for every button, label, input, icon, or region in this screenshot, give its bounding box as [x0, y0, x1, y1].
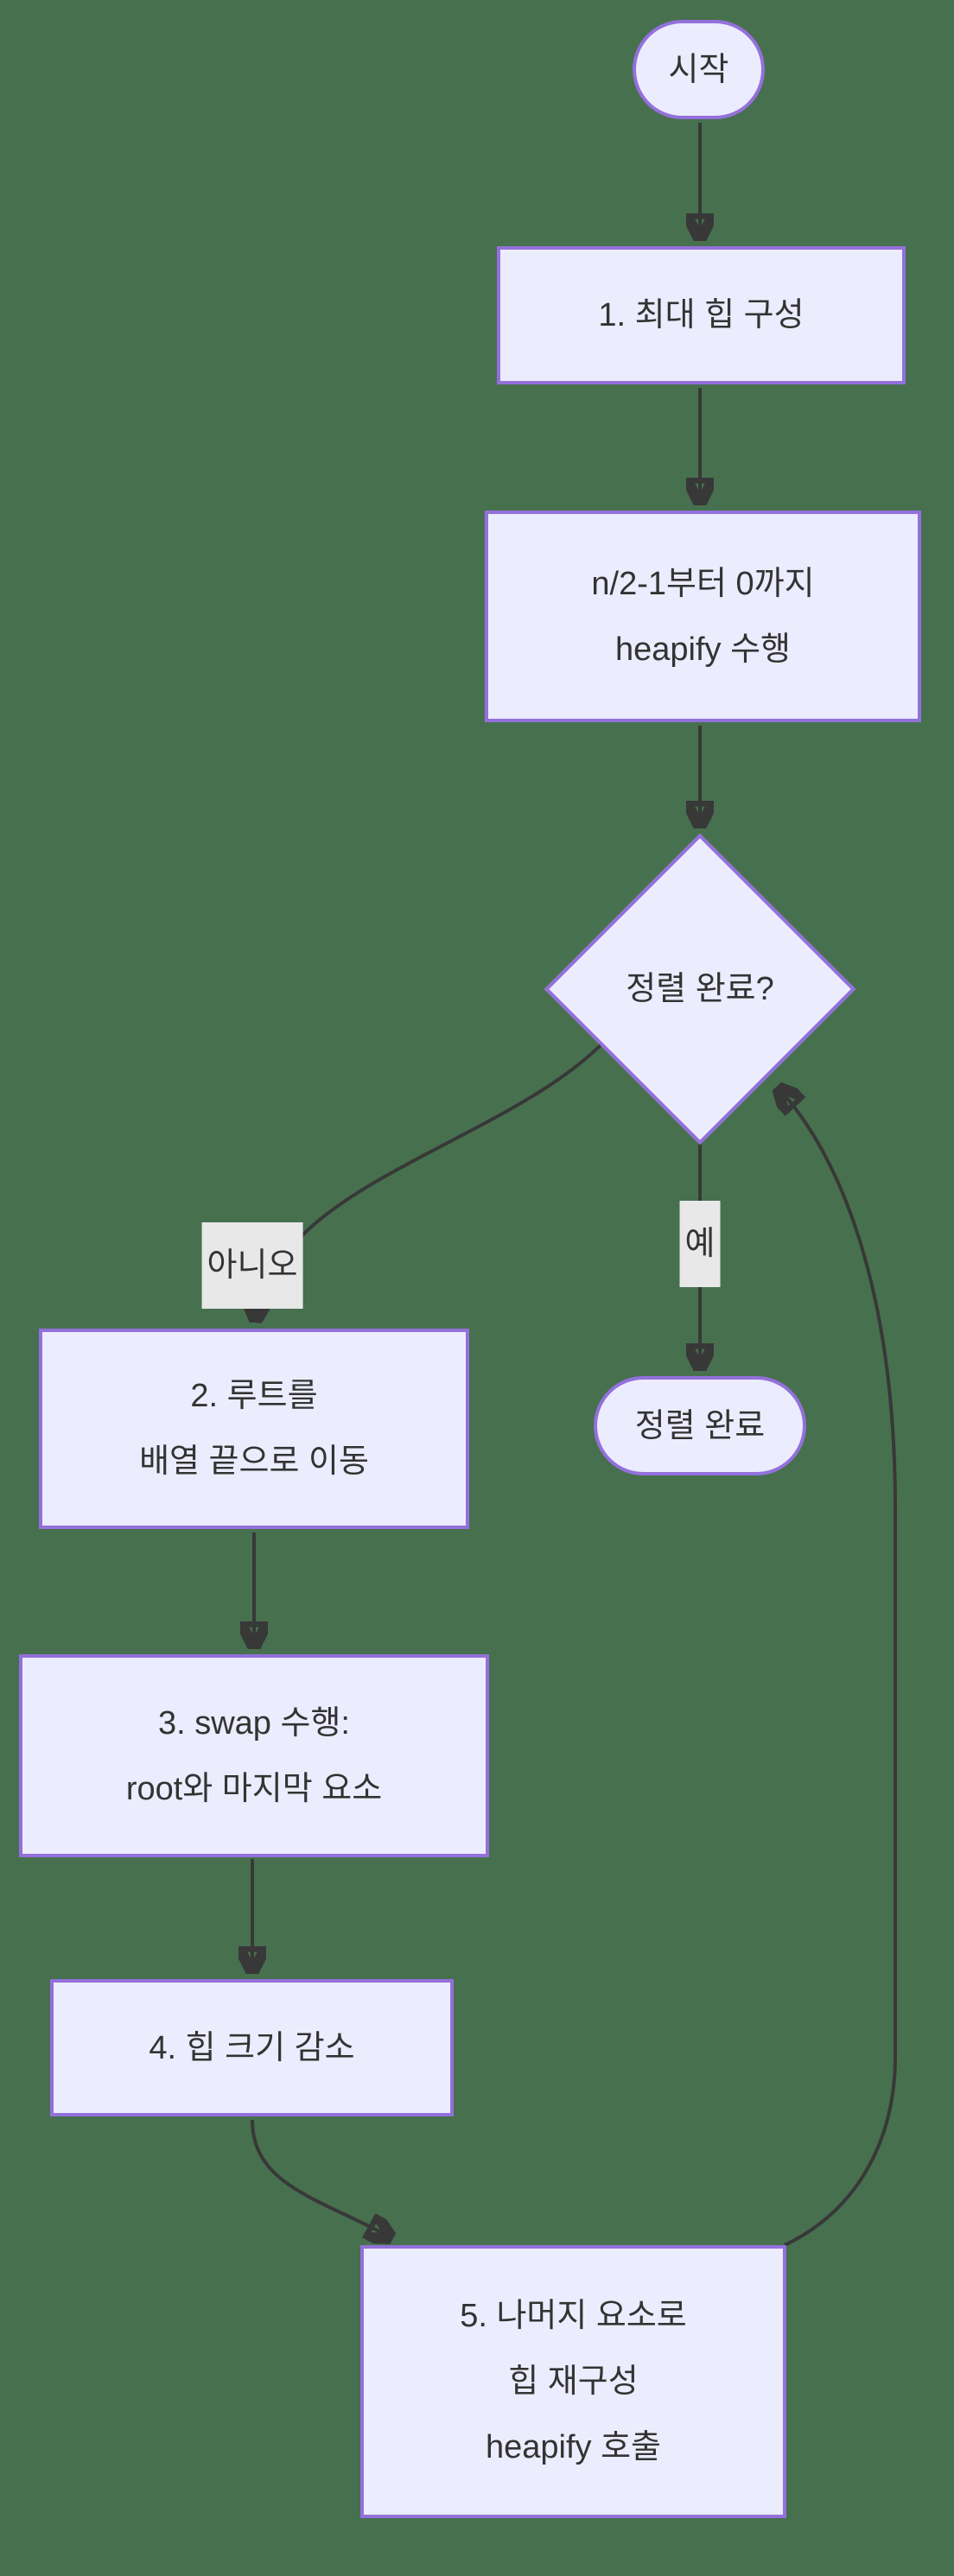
- step5-rebuild-heap-box: 5. 나머지 요소로 힙 재구성 heapify 호출: [360, 2245, 786, 2518]
- step4-label: 4. 힙 크기 감소: [149, 2029, 355, 2066]
- step2-move-root-box: 2. 루트를 배열 끝으로 이동: [39, 1329, 469, 1529]
- start-node: 시작: [633, 20, 765, 119]
- heapify-loop-box: n/2-1부터 0까지 heapify 수행: [485, 511, 921, 722]
- end-node: 정렬 완료: [594, 1376, 806, 1475]
- step1-build-max-heap-box: 1. 최대 힙 구성: [497, 246, 906, 384]
- step2-label: 2. 루트를 배열 끝으로 이동: [139, 1378, 369, 1480]
- decision-label: 정렬 완료?: [626, 971, 774, 1007]
- step4-decrease-heap-box: 4. 힙 크기 감소: [50, 1979, 454, 2116]
- start-node-label: 시작: [668, 51, 729, 88]
- edge-step5-loop-to-decision: [779, 1088, 897, 2247]
- heapify-loop-label: n/2-1부터 0까지 heapify 수행: [591, 565, 815, 668]
- edge-step4-to-step5: [251, 2119, 391, 2237]
- step3-label: 3. swap 수행: root와 마지막 요소: [125, 1704, 383, 1807]
- end-node-label: 정렬 완료: [634, 1407, 766, 1444]
- step5-label: 5. 나머지 요소로 힙 재구성 heapify 호출: [460, 2298, 687, 2465]
- step1-label: 1. 최대 힙 구성: [598, 297, 805, 333]
- sort-complete-decision: 정렬 완료?: [544, 833, 856, 1145]
- yes-edge-label: 예: [679, 1201, 721, 1287]
- no-edge-label: 아니오: [201, 1222, 303, 1309]
- step3-swap-box: 3. swap 수행: root와 마지막 요소: [19, 1654, 489, 1857]
